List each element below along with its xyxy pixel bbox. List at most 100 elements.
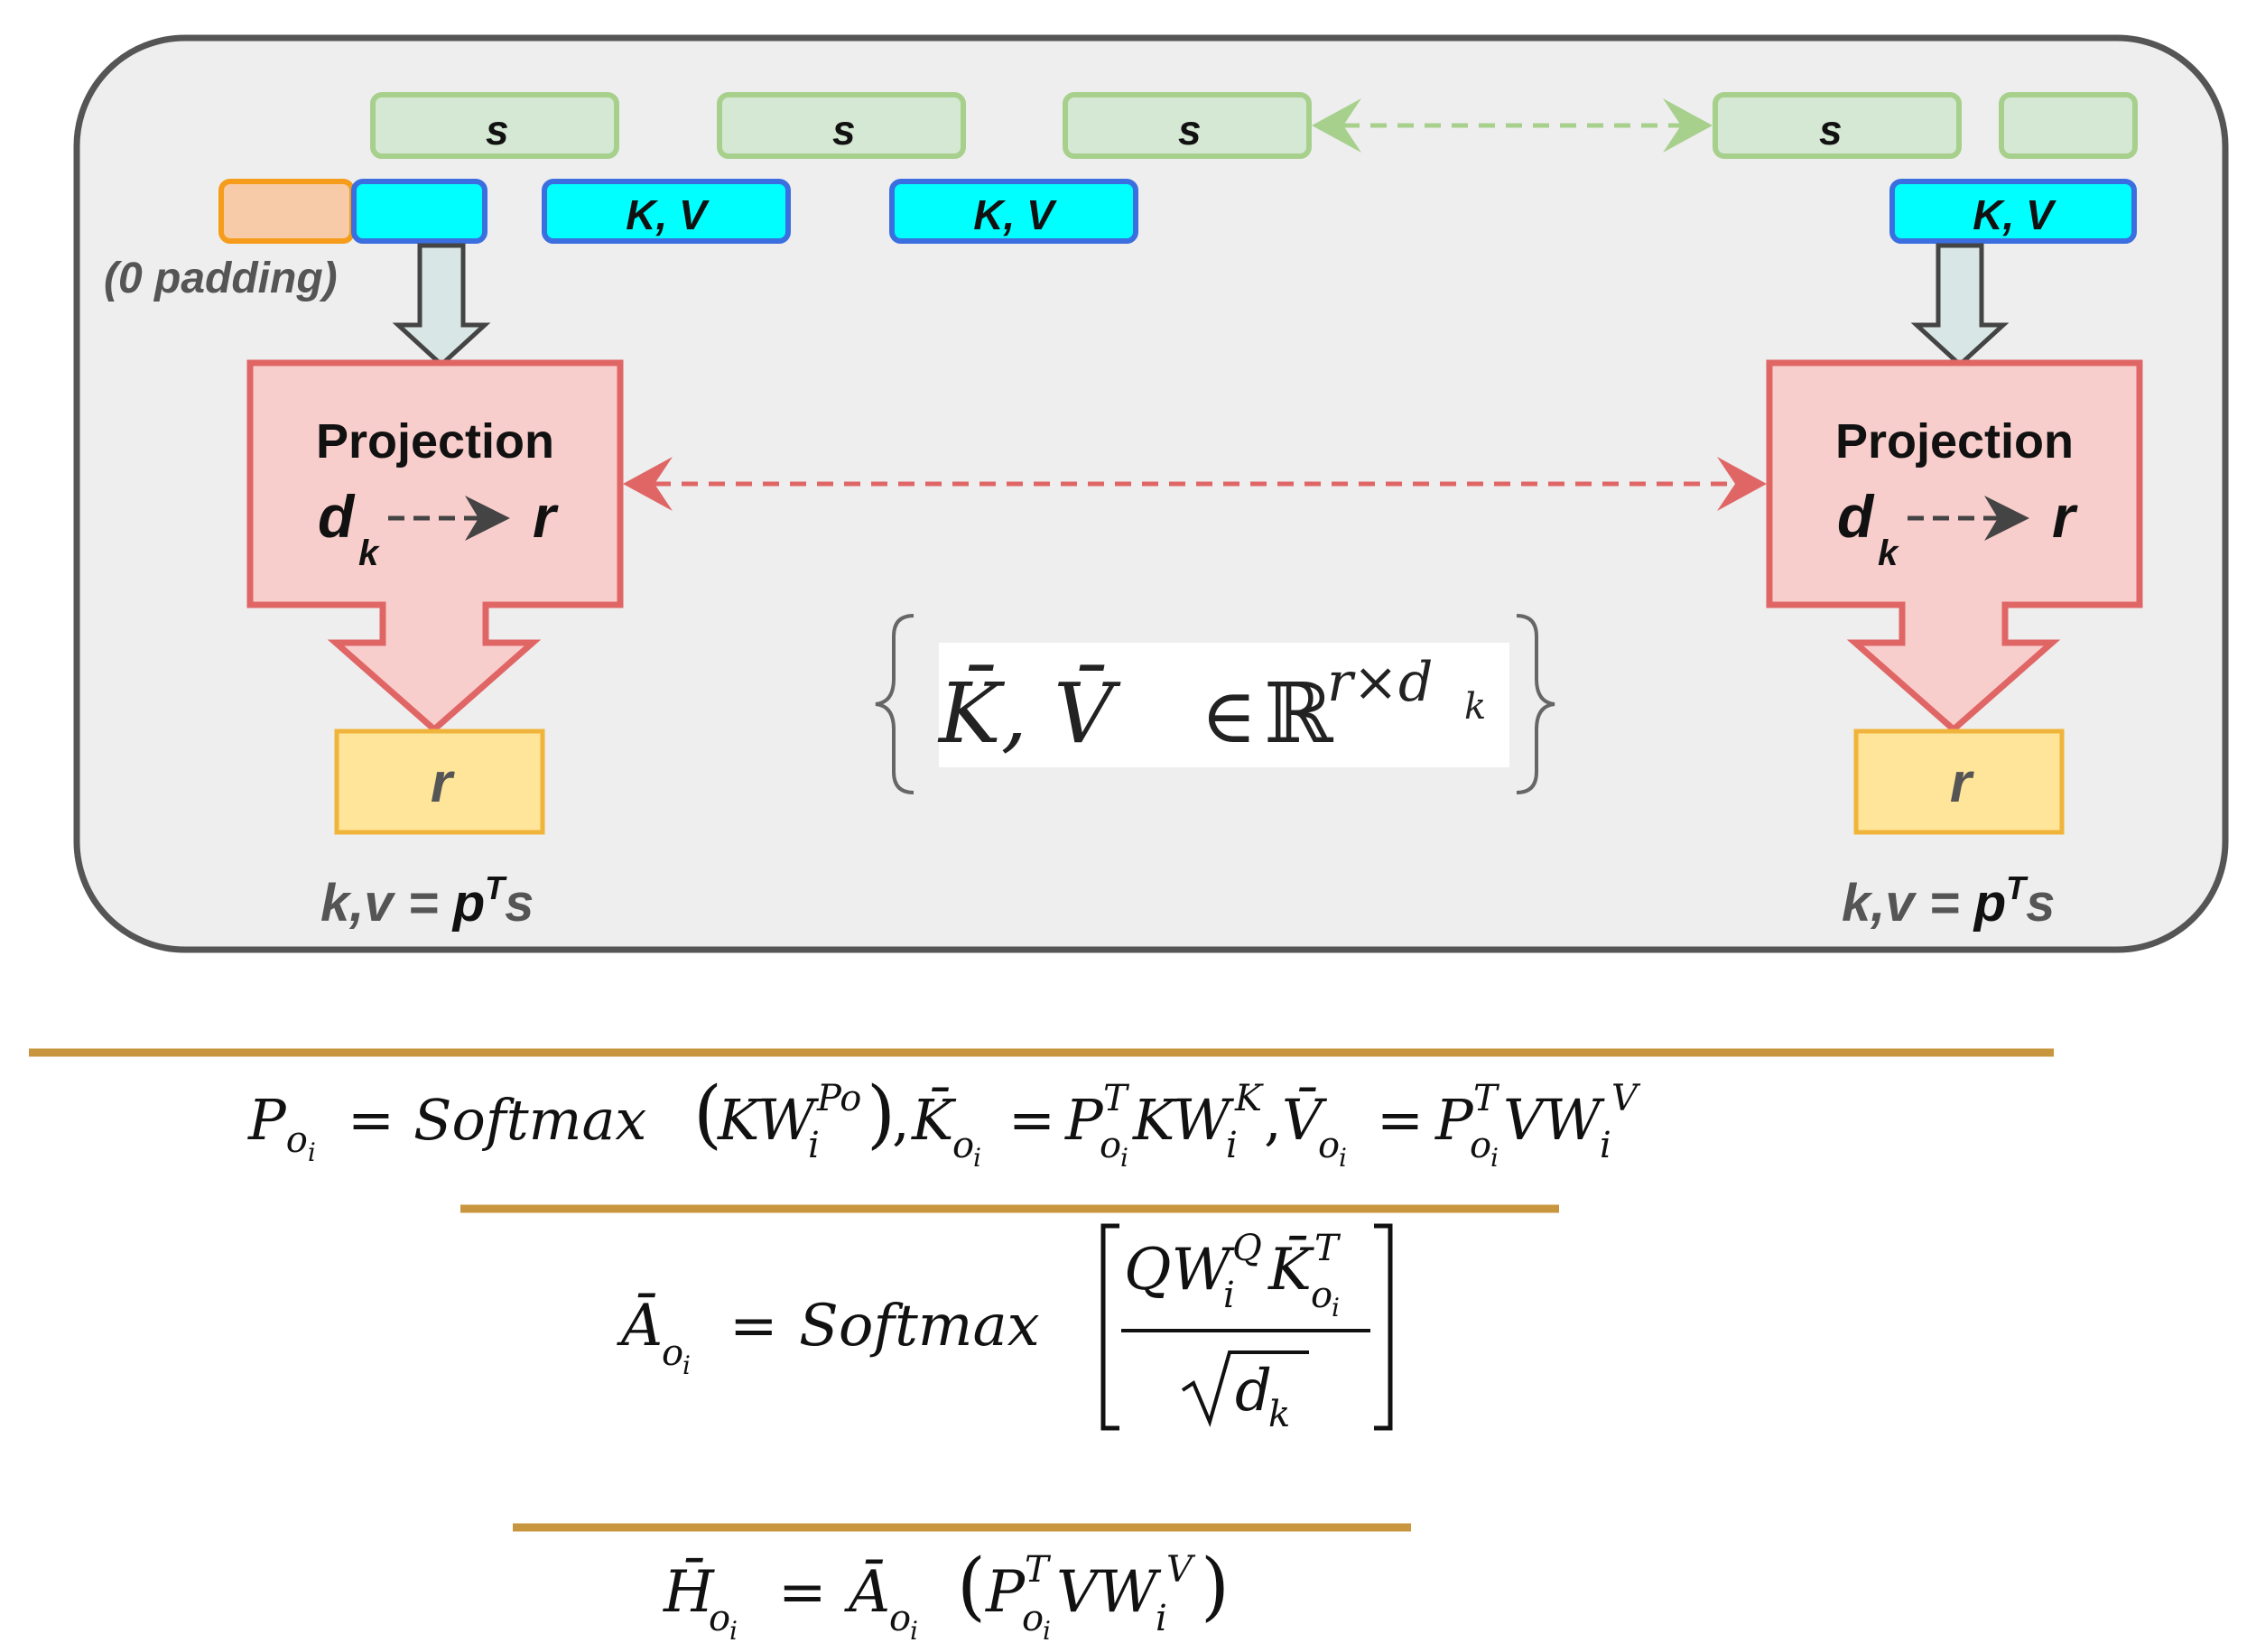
projection-title: Projection [1835, 414, 2074, 469]
svg-text:,: , [1264, 1087, 1282, 1153]
svg-text:i: i [1339, 1143, 1347, 1173]
projection-block-left [246, 359, 624, 734]
equation-2: Ā oi = Softmax QW i Q K̄ oi T d k [617, 1223, 1393, 1435]
svg-text:i: i [973, 1143, 981, 1173]
svg-text:o: o [1311, 1275, 1332, 1316]
svg-text:K̄: K̄ [911, 1087, 957, 1153]
svg-text:KW: KW [1132, 1087, 1234, 1153]
svg-text:r×d: r×d [1327, 651, 1433, 714]
svg-text:): ) [1201, 1544, 1230, 1629]
s-segment-partial [1999, 92, 2138, 159]
kv-segment-1: K, V [542, 179, 791, 244]
svg-text:V̄: V̄ [1282, 1087, 1328, 1153]
svg-text:o: o [1318, 1125, 1340, 1166]
svg-text:Softmax: Softmax [413, 1087, 646, 1153]
svg-text:=: = [729, 1293, 778, 1360]
svg-text:Ā: Ā [844, 1559, 890, 1626]
svg-text:T: T [1103, 1078, 1130, 1119]
svg-text:i: i [808, 1125, 820, 1166]
svg-text:d: d [1235, 1358, 1272, 1425]
s-segment-4: s [1713, 92, 1962, 159]
projection-from-subscript: k [1878, 534, 1899, 573]
svg-text:K̄, V̄: K̄, V̄ [937, 664, 1121, 762]
svg-text:V: V [1611, 1078, 1641, 1119]
svg-text:i: i [1332, 1293, 1340, 1323]
s-segment-3: s [1063, 92, 1312, 159]
svg-text:,: , [892, 1087, 910, 1153]
svg-text:T: T [1473, 1078, 1500, 1119]
left-bracket [1100, 1223, 1119, 1431]
svg-text:P: P [1434, 1087, 1474, 1153]
set-notation: K̄, V̄ ∈ ℝ r×d k [875, 614, 1555, 794]
svg-text:o: o [1022, 1598, 1044, 1639]
svg-text:=: = [1008, 1087, 1055, 1153]
svg-text:i: i [1600, 1125, 1611, 1166]
svg-text:o: o [889, 1598, 911, 1639]
projection-title: Projection [316, 414, 554, 469]
svg-text:k: k [1268, 1394, 1290, 1435]
svg-text:o: o [709, 1598, 730, 1639]
down-arrow-icon [392, 243, 491, 368]
svg-text:i: i [910, 1616, 918, 1646]
s-segment-label: s [1178, 107, 1202, 153]
sqrt-icon [1181, 1350, 1309, 1428]
svg-text:o: o [662, 1332, 683, 1374]
r-output-right: r [1853, 729, 2065, 835]
left-brace [875, 614, 914, 794]
equation-3: H̄ oi = Ā oi ( P oi T VW i V ) [663, 1544, 1230, 1646]
svg-text:KW: KW [717, 1087, 819, 1153]
svg-text:k: k [1464, 686, 1486, 728]
svg-text:ℝ: ℝ [1264, 665, 1334, 762]
svg-text:i: i [1490, 1143, 1499, 1173]
svg-text:T: T [1025, 1549, 1052, 1591]
kv-segment-partial [351, 179, 487, 244]
svg-text:Softmax: Softmax [799, 1293, 1040, 1360]
projection-to-label: r [533, 483, 559, 550]
svg-text:o: o [952, 1125, 974, 1166]
projection-block-right [1766, 359, 2143, 734]
kv-segment-label: K, V [1973, 191, 2056, 238]
svg-text:i: i [1043, 1616, 1051, 1646]
zero-padding-block [218, 179, 355, 244]
svg-text:(: ( [693, 1072, 722, 1157]
svg-text:o: o [1100, 1125, 1121, 1166]
svg-text:i: i [1223, 1275, 1235, 1316]
svg-text:P: P [1064, 1087, 1104, 1153]
s-segment-label: s [1819, 107, 1843, 153]
set-notation-background [939, 643, 1509, 767]
svg-text:Ā: Ā [617, 1293, 663, 1360]
right-brace [1516, 614, 1555, 794]
svg-text:P: P [985, 1559, 1026, 1626]
kv-segment-label: K, V [626, 191, 710, 238]
svg-text:=: = [778, 1559, 827, 1626]
svg-text:i: i [1226, 1125, 1238, 1166]
projection-from-subscript: k [358, 534, 380, 573]
svg-text:∈: ∈ [1201, 672, 1257, 760]
padding-label: (0 padding) [104, 255, 338, 302]
kv-formula-left: k,v = pTs [320, 869, 534, 933]
svg-text:i: i [1120, 1143, 1128, 1173]
svg-text:VW: VW [1503, 1087, 1605, 1153]
svg-text:K̄: K̄ [1267, 1235, 1314, 1304]
svg-text:T: T [1314, 1228, 1342, 1269]
r-output-left: r [334, 729, 545, 835]
svg-text:o: o [1470, 1125, 1491, 1166]
s-segment-label: s [832, 107, 856, 153]
svg-text:Po: Po [816, 1078, 861, 1119]
kv-segment-3: K, V [1889, 179, 2137, 244]
svg-text:H̄: H̄ [663, 1557, 715, 1626]
svg-text:VW: VW [1056, 1559, 1162, 1626]
svg-text:i: i [682, 1350, 691, 1380]
s-segment-1: s [370, 92, 619, 159]
r-output-label: r [1950, 752, 1974, 814]
right-bracket [1374, 1223, 1393, 1431]
svg-text:K: K [1234, 1078, 1264, 1119]
projection-to-label: r [2052, 483, 2078, 550]
svg-text:i: i [1156, 1598, 1167, 1639]
kv-segment-2: K, V [889, 179, 1138, 244]
svg-text:Poi: Poi [247, 1087, 316, 1167]
r-output-label: r [431, 752, 455, 814]
svg-text:=: = [348, 1087, 395, 1153]
svg-text:Q: Q [1232, 1228, 1262, 1269]
